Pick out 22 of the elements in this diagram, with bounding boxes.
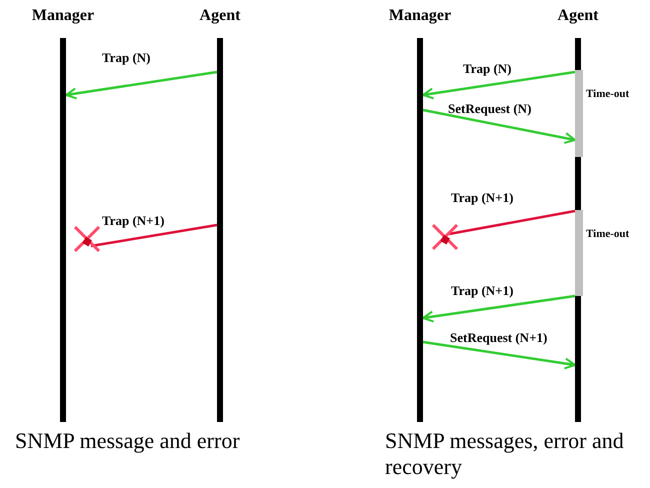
arrow xyxy=(422,294,576,323)
arrow xyxy=(422,108,576,144)
edge-label: Trap (N) xyxy=(463,61,512,77)
cross-mark xyxy=(74,226,100,252)
caption: SNMP message and error xyxy=(15,428,241,454)
time-out-label: Time-out xyxy=(586,227,630,242)
edge-label: Trap (N+1) xyxy=(451,190,514,206)
arrow xyxy=(65,70,218,100)
lifeline-label: Agent xyxy=(198,6,242,26)
lifeline-label: Manager xyxy=(30,6,96,26)
edge-label: Trap (N+1) xyxy=(102,213,164,229)
caption: SNMP messages, error and recovery xyxy=(385,428,625,480)
cross-mark xyxy=(432,224,458,250)
lifeline-label: Agent xyxy=(556,6,600,26)
time-out-label: Time-out xyxy=(586,87,630,102)
edge-label: SetRequest (N) xyxy=(448,101,532,117)
arrow xyxy=(422,340,576,370)
lifeline-label: Manager xyxy=(388,6,452,26)
arrow xyxy=(422,70,576,100)
edge-label: Trap (N+1) xyxy=(451,283,514,299)
edge-label: Trap (N) xyxy=(102,50,151,66)
edge-label: SetRequest (N+1) xyxy=(450,330,548,346)
